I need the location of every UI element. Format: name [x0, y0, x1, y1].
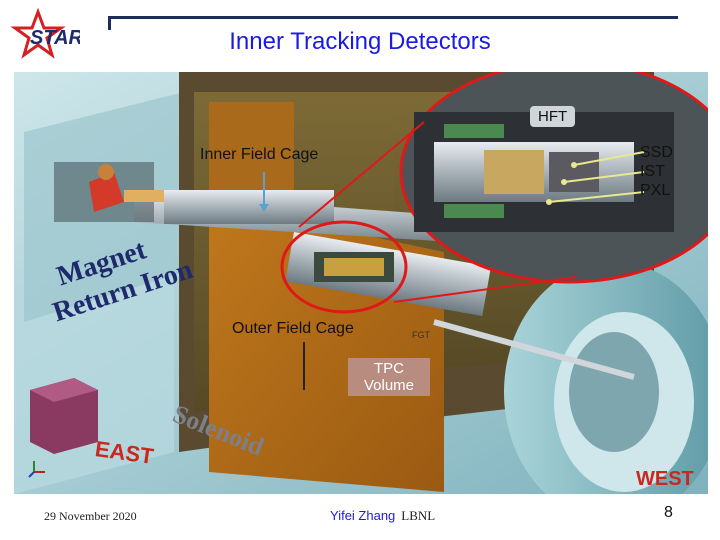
author-name: Yifei Zhang: [330, 508, 396, 523]
tpc-volume-label: TPC Volume: [348, 358, 430, 396]
ist-pointer: [563, 171, 645, 183]
pxl-pointer: [548, 191, 645, 203]
west-label: WEST: [636, 468, 694, 490]
coordinate-axes-icon: [28, 461, 45, 478]
inner-field-cage-label: Inner Field Cage: [200, 146, 319, 163]
star-logo: STAR: [10, 8, 80, 59]
header-rule: [108, 16, 111, 30]
callout-line-bottom: [393, 276, 577, 303]
footer-date: 29 November 2020: [44, 509, 137, 523]
ssd-label: SSD: [640, 144, 673, 161]
fgt-label: FGT: [412, 330, 430, 340]
support-structure: [54, 162, 164, 222]
page-number: 8: [664, 504, 673, 521]
header-rule-horizontal: [108, 16, 678, 19]
tpc-volume-line2: Volume: [363, 377, 415, 394]
hft-zoom-detail: [399, 72, 708, 284]
callout-line-top: [298, 121, 425, 228]
detector-list: SSD IST PXL: [640, 143, 690, 200]
tpc-volume-line1: TPC: [374, 360, 404, 377]
footer-author: Yifei Zhang LBNL: [330, 508, 435, 524]
ist-label: IST: [640, 163, 665, 180]
ssd-pointer: [573, 151, 645, 166]
hft-label: HFT: [530, 106, 576, 127]
hft-assembly: [314, 252, 394, 282]
outer-field-cage-label: Outer Field Cage: [232, 320, 354, 337]
slide-title: Inner Tracking Detectors: [229, 28, 491, 55]
logo-text: STAR: [30, 27, 80, 49]
electronics-rack: [30, 378, 98, 454]
author-organization: LBNL: [401, 508, 436, 523]
detector-illustration: [14, 72, 708, 494]
hft-highlight-circle: [280, 220, 408, 314]
pxl-label: PXL: [640, 182, 671, 199]
